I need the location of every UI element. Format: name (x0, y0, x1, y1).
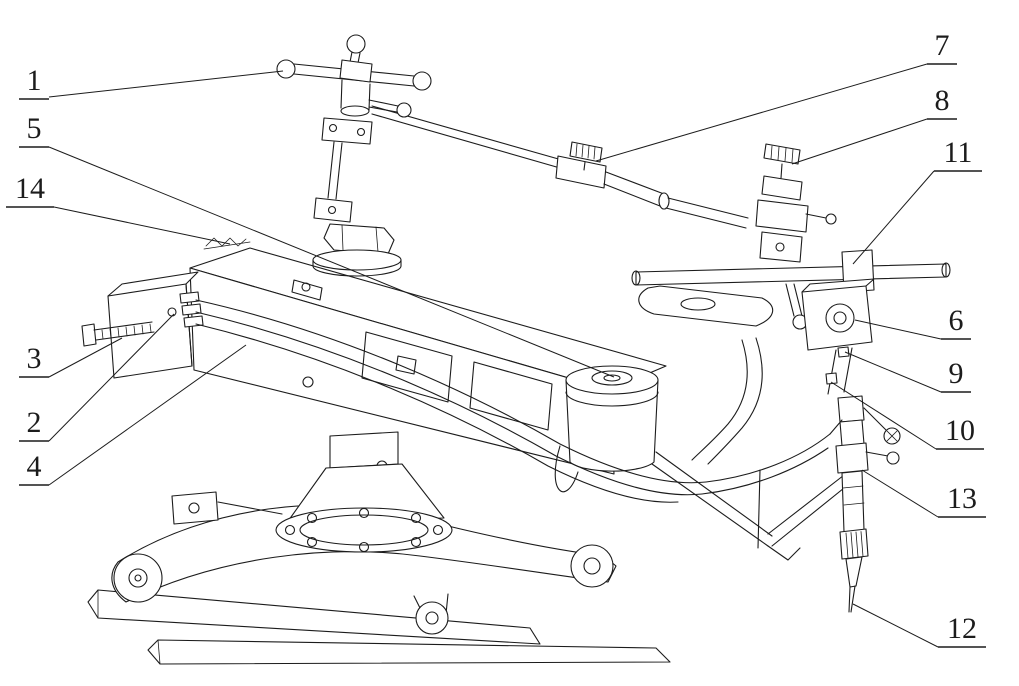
leader-line-9 (844, 351, 942, 393)
undercarriage (111, 491, 617, 635)
leader-line-7 (595, 63, 928, 162)
leader-line-1 (48, 70, 284, 98)
handle-ball-left (276, 59, 296, 79)
leader-line-8 (791, 118, 928, 165)
side-valve (886, 451, 900, 465)
handle-ball-top (346, 34, 366, 54)
main-beam (189, 237, 667, 475)
callout-label-5: 5 (27, 112, 42, 145)
callout-label-6: 6 (949, 304, 964, 337)
hose-2 (195, 311, 829, 496)
column-clamp (755, 199, 809, 233)
callout-11: 11 (852, 136, 982, 265)
callout-label-14: 14 (15, 172, 45, 205)
screw-head (81, 323, 97, 347)
wing-bolt (825, 213, 837, 225)
callout-4: 4 (19, 344, 247, 486)
knob-8 (763, 143, 801, 165)
torch-collar (835, 442, 869, 474)
arm-rod-3 (665, 197, 749, 229)
support-plate (638, 285, 774, 327)
leader-line-10 (830, 381, 937, 450)
rail-front (87, 589, 541, 645)
column-rod (327, 141, 343, 200)
bearing-flange (565, 365, 659, 395)
pedestal-cone (285, 463, 445, 525)
handle-ball-right (412, 71, 432, 91)
callout-8: 8 (791, 84, 957, 165)
callout-2: 2 (19, 313, 175, 442)
callout-13: 13 (861, 469, 986, 518)
rack-detail (203, 237, 251, 250)
callout-6: 6 (854, 304, 971, 340)
callout-7: 7 (595, 29, 957, 162)
rail-rear (147, 639, 671, 665)
leader-line-4 (48, 344, 247, 486)
callout-label-8: 8 (935, 84, 950, 117)
leader-line-11 (852, 170, 935, 265)
right-wheel (570, 544, 614, 588)
nut-10 (825, 372, 838, 385)
plate-slot (680, 297, 716, 311)
leader-line-2 (48, 313, 175, 442)
callout-14: 14 (6, 172, 231, 245)
callout-label-7: 7 (935, 29, 950, 62)
callout-label-12: 12 (947, 612, 977, 645)
callout-label-11: 11 (944, 136, 973, 169)
callout-1: 1 (19, 64, 284, 100)
leader-line-3 (48, 337, 123, 378)
callout-label-10: 10 (945, 414, 975, 447)
callout-label-4: 4 (27, 450, 42, 483)
guide-rails (87, 589, 671, 665)
arm-rod-2 (603, 171, 665, 207)
callout-10: 10 (830, 381, 984, 450)
hoses (195, 299, 831, 503)
torch-tip (848, 585, 856, 613)
callout-label-9: 9 (949, 357, 964, 390)
handle-hub (339, 59, 373, 83)
callout-label-2: 2 (27, 406, 42, 439)
torch-taper (845, 556, 863, 588)
nut-9 (837, 346, 850, 358)
leader-line-14 (53, 206, 231, 245)
left-wheel (113, 553, 163, 603)
cross-arm (371, 105, 837, 263)
callout-5: 5 (19, 112, 615, 378)
cutting-torch (829, 395, 901, 613)
carriage-frame (651, 337, 855, 561)
leader-line-6 (854, 319, 942, 340)
callout-label-3: 3 (27, 342, 42, 375)
callout-12: 12 (852, 603, 986, 648)
lower-clamp (313, 197, 353, 223)
mount-block (171, 491, 219, 525)
hose-loop (554, 445, 579, 493)
hose-1 (195, 299, 831, 484)
left-box (81, 271, 204, 379)
leader-line-5 (48, 146, 615, 378)
leader-line-13 (861, 469, 939, 518)
mid-wheel (415, 601, 449, 635)
callout-3: 3 (19, 337, 123, 378)
callout-9: 9 (844, 351, 971, 393)
beam-window-1 (361, 331, 453, 403)
callout-label-1: 1 (27, 64, 42, 97)
beam-window-2 (469, 361, 553, 431)
right-bracket (801, 278, 875, 395)
pedestal (275, 431, 453, 553)
screw-shaft (93, 321, 155, 341)
knob-6 (825, 303, 855, 333)
hose-3 (195, 323, 679, 503)
leader-line-12 (852, 603, 939, 648)
side-knob (396, 102, 412, 118)
handwheel-assembly (276, 34, 432, 277)
strap (827, 347, 853, 395)
callout-label-13: 13 (947, 482, 977, 515)
knob7-block (555, 155, 607, 189)
